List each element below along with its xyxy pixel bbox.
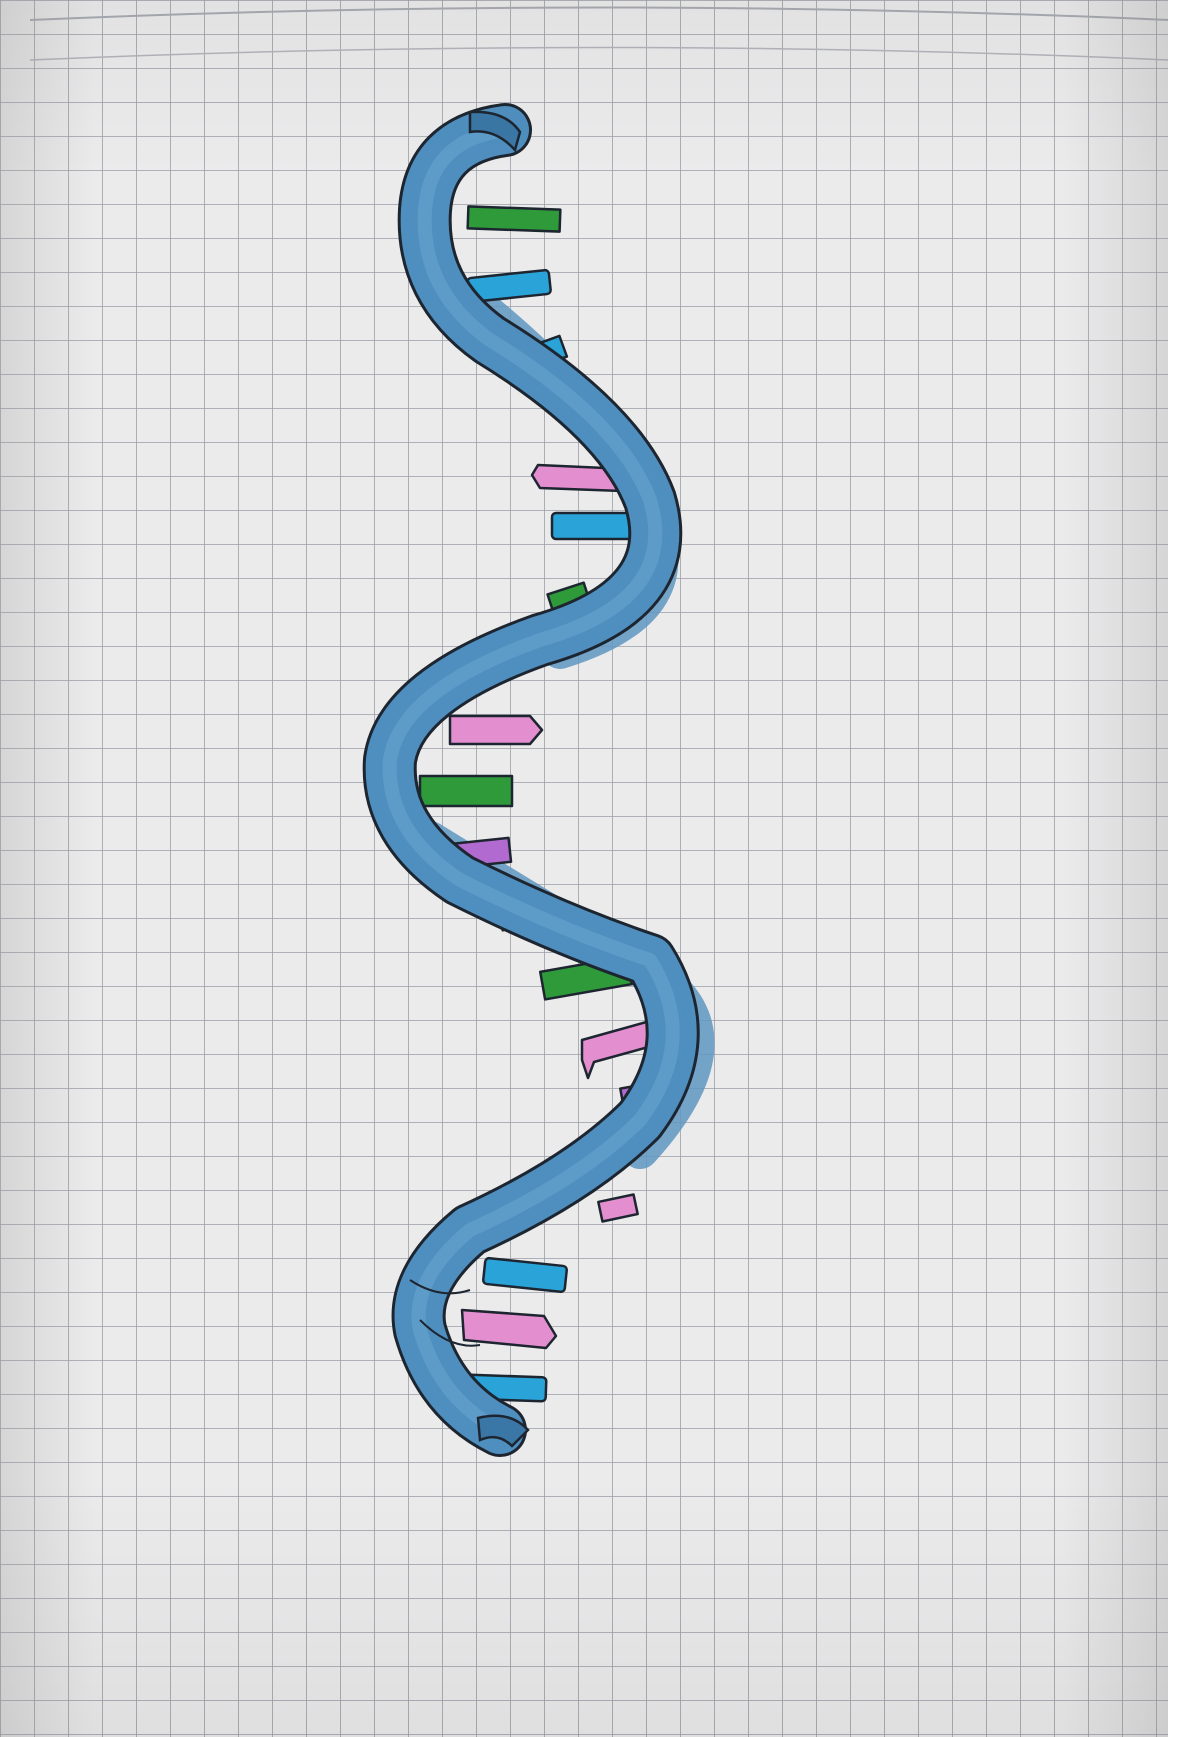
photo-edge <box>1168 0 1180 1737</box>
